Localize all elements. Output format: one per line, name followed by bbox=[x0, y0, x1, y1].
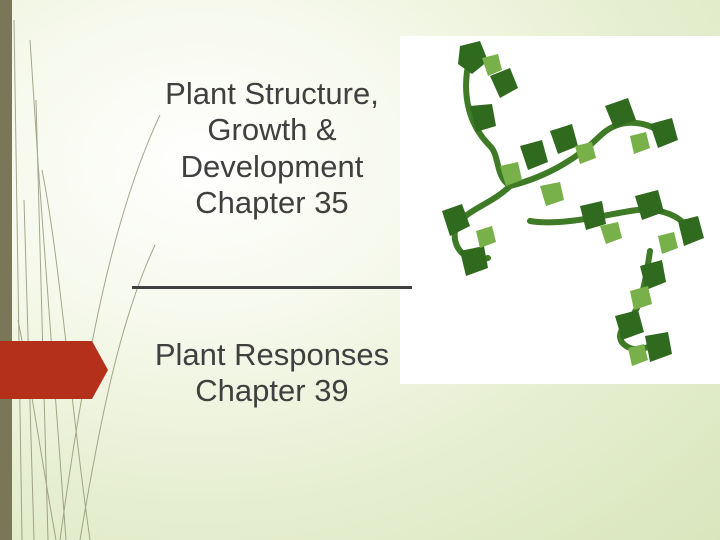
title-line-1: Plant Structure, bbox=[165, 76, 379, 111]
title-divider bbox=[132, 286, 412, 289]
title-line-3: Development bbox=[180, 148, 364, 184]
slide-left-bar bbox=[0, 0, 12, 540]
slide-subtitle: Plant Responses Chapter 39 bbox=[118, 337, 426, 410]
subtitle-line-2: Chapter 39 bbox=[195, 373, 349, 409]
subtitle-line-1: Plant Responses bbox=[154, 337, 390, 372]
ivy-leaves-icon bbox=[442, 41, 704, 366]
ivy-vine-swirl-image bbox=[400, 36, 720, 384]
slide-title: Plant Structure, Growth & Development Ch… bbox=[118, 76, 426, 221]
title-line-4: Chapter 35 bbox=[195, 184, 349, 220]
title-line-2: Growth & bbox=[207, 112, 337, 148]
red-arrow-tab bbox=[0, 341, 108, 399]
